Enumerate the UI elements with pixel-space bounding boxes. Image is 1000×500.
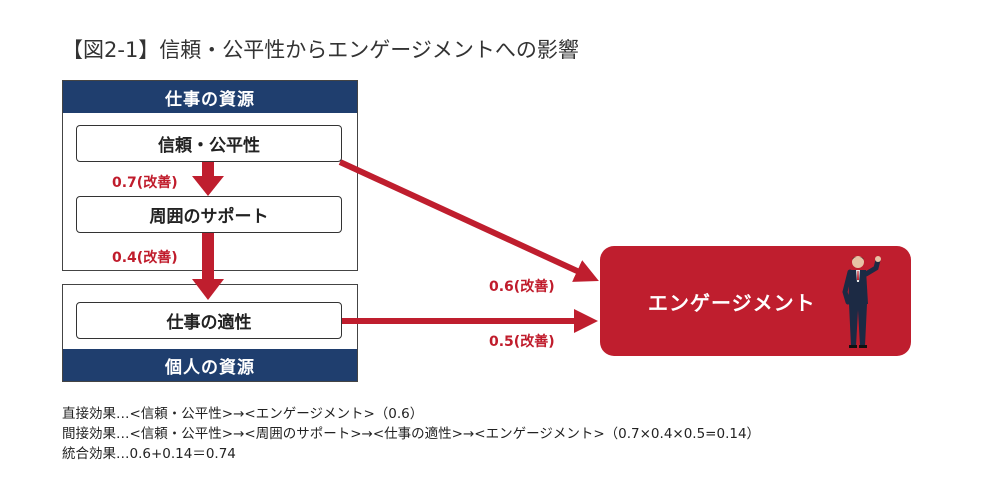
note-direct-effect: 直接効果…<信頼・公平性>→<エンゲージメント>（0.6） (62, 406, 424, 422)
figure-title: 【図2-1】信頼・公平性からエンゲージメントへの影響 (62, 38, 579, 62)
arrow-support-fit-head (192, 279, 224, 300)
job-resources-header: 仕事の資源 (63, 81, 357, 113)
edge-label-trust-support: 0.7(改善) (112, 175, 178, 191)
engagement-label: エンゲージメント (648, 290, 816, 315)
note-indirect-effect: 間接効果…<信頼・公平性>→<周囲のサポート>→<仕事の適性>→<エンゲージメン… (62, 426, 761, 442)
arrow-support-fit-shaft (202, 233, 214, 281)
arrow-trust-support-shaft (202, 161, 214, 178)
node-trust-fairness: 信頼・公平性 (76, 125, 342, 162)
note-total-effect: 統合効果…0.6+0.14＝0.74 (62, 446, 236, 462)
edge-label-fit-engagement: 0.5(改善) (489, 334, 555, 350)
node-job-fit: 仕事の適性 (76, 302, 342, 339)
arrow-trust-support-head (192, 176, 224, 196)
arrow-trust-engagement (338, 159, 599, 282)
node-peer-support: 周囲のサポート (76, 196, 342, 233)
effects-notes: 直接効果…<信頼・公平性>→<エンゲージメント>（0.6） 間接効果…<信頼・公… (62, 404, 760, 464)
personal-resources-header: 個人の資源 (63, 349, 357, 381)
edge-label-support-fit: 0.4(改善) (112, 250, 178, 266)
businessman-figure (842, 256, 881, 348)
edge-label-trust-engagement: 0.6(改善) (489, 279, 555, 295)
